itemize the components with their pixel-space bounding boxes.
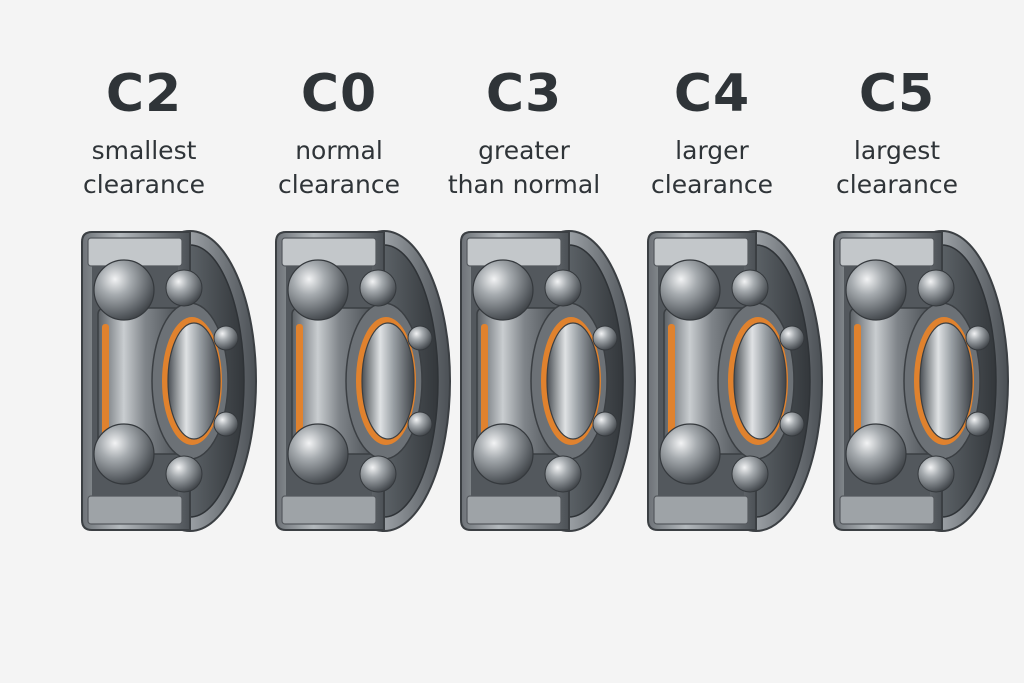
bearing-illustration (833, 230, 1009, 532)
description-line-2: clearance (278, 170, 400, 199)
description-line-1: largest (853, 136, 941, 165)
description-line-1: greater (478, 136, 570, 165)
seal-left (102, 324, 109, 436)
bearing-column-c3: C3 greater than normal (424, 0, 624, 683)
description-line-2: clearance (83, 170, 205, 199)
clearance-description: largest clearance (787, 134, 1007, 202)
ball (165, 455, 203, 493)
seal-left (854, 324, 861, 436)
seal-left (668, 324, 675, 436)
ball (213, 411, 239, 437)
ball (359, 455, 397, 493)
ball (731, 269, 769, 307)
bearing-illustration (275, 230, 451, 532)
ball (407, 411, 433, 437)
description-line-1: normal (295, 136, 383, 165)
ball (213, 325, 239, 351)
ball (544, 269, 582, 307)
seal-left (296, 324, 303, 436)
ball (779, 411, 805, 437)
ball (165, 269, 203, 307)
ball (287, 259, 349, 321)
bearing-column-c4: C4 larger clearance (612, 0, 812, 683)
clearance-description: smallest clearance (34, 134, 254, 202)
ball (359, 269, 397, 307)
ball (659, 423, 721, 485)
bore (167, 322, 221, 440)
bearing-column-c0: C0 normal clearance (239, 0, 439, 683)
description-line-1: smallest (91, 136, 197, 165)
ball (472, 259, 534, 321)
clearance-description: greater than normal (414, 134, 634, 202)
ball (779, 325, 805, 351)
description-line-1: larger (675, 136, 749, 165)
clearance-code: C4 (673, 64, 751, 124)
bearing-illustration (647, 230, 823, 532)
seal-left (481, 324, 488, 436)
bearing-column-c5: C5 largest clearance (797, 0, 997, 683)
ball (592, 411, 618, 437)
ball (845, 259, 907, 321)
ball (965, 411, 991, 437)
bearing-illustration (460, 230, 636, 532)
ball (845, 423, 907, 485)
ball (407, 325, 433, 351)
bore (919, 322, 973, 440)
ball (592, 325, 618, 351)
clearance-description: normal clearance (229, 134, 449, 202)
ball (917, 455, 955, 493)
ball (93, 423, 155, 485)
ball (731, 455, 769, 493)
ball (659, 259, 721, 321)
bore (546, 322, 600, 440)
clearance-description: larger clearance (602, 134, 822, 202)
ball (93, 259, 155, 321)
ball (917, 269, 955, 307)
ball (544, 455, 582, 493)
bearing-illustration (81, 230, 257, 532)
ball (965, 325, 991, 351)
description-line-2: than normal (447, 170, 601, 199)
clearance-code: C5 (858, 64, 936, 124)
bore (361, 322, 415, 440)
ball (287, 423, 349, 485)
clearance-code: C0 (300, 64, 378, 124)
description-line-2: clearance (651, 170, 773, 199)
bearing-column-c2: C2 smallest clearance (44, 0, 244, 683)
bore (733, 322, 787, 440)
clearance-code: C3 (485, 64, 563, 124)
clearance-code: C2 (105, 64, 183, 124)
description-line-2: clearance (836, 170, 958, 199)
ball (472, 423, 534, 485)
